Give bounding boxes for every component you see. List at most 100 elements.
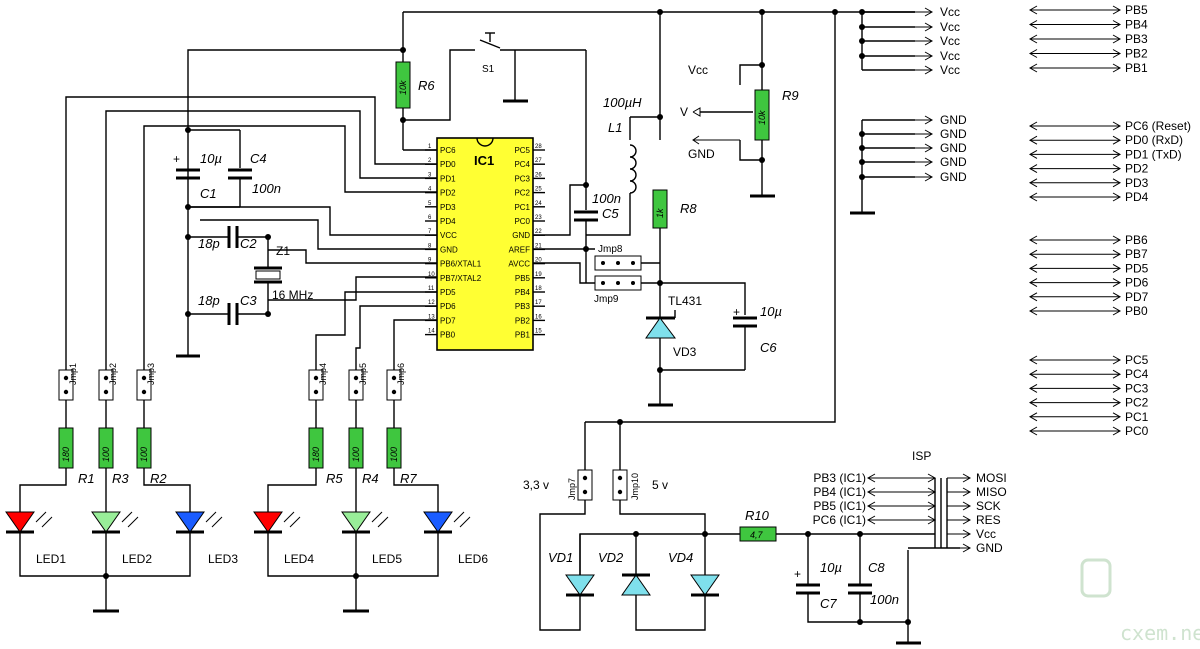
isp-pin-label: RES — [976, 513, 1001, 527]
arrow-head — [1112, 178, 1122, 188]
svg-text:R3: R3 — [112, 471, 129, 486]
arrow-head — [866, 487, 876, 497]
connector-label: PD3 — [1125, 176, 1149, 190]
svg-text:L1: L1 — [608, 120, 622, 135]
svg-text:+: + — [794, 567, 801, 581]
ic1-pin-label: PC2 — [514, 189, 530, 198]
arrow-head — [962, 529, 972, 539]
jumper-jmp6: Jmp6 — [386, 363, 406, 401]
svg-text:C7: C7 — [820, 596, 837, 611]
svg-text:C4: C4 — [250, 151, 267, 166]
svg-text:C6: C6 — [760, 340, 777, 355]
connector-label: PD7 — [1125, 290, 1149, 304]
svg-text:Jmp3: Jmp3 — [146, 363, 156, 385]
svg-text:R8: R8 — [680, 201, 697, 216]
svg-text:Vcc: Vcc — [688, 63, 708, 77]
resistor-r9: 10k R9 — [754, 88, 799, 141]
ic1-pin-label: GND — [512, 231, 530, 240]
ic1-pin-label: PB5 — [515, 274, 531, 283]
vcc-label: Vcc — [940, 63, 960, 77]
arrow-head — [1028, 369, 1038, 379]
arrow-head — [1112, 164, 1122, 174]
svg-text:ISP: ISP — [912, 449, 931, 463]
arrow-head — [1112, 135, 1122, 145]
arrow-head — [1028, 412, 1038, 422]
jumper-jmp3: Jmp3 — [136, 363, 156, 401]
ic1-pin-label: AREF — [509, 245, 530, 254]
connector-label: PD6 — [1125, 276, 1149, 290]
ic1-pin-label: GND — [440, 245, 458, 254]
svg-text:LED3: LED3 — [208, 552, 238, 566]
diode-vd4: VD4 — [668, 550, 720, 597]
svg-text:V: V — [680, 105, 688, 119]
arrow-head — [1112, 278, 1122, 288]
arrow-head — [1112, 306, 1122, 316]
connector-label: PD2 — [1125, 162, 1149, 176]
led1: LED1 — [5, 511, 66, 566]
isp-pin-label: MOSI — [976, 471, 1007, 485]
svg-text:C3: C3 — [240, 293, 257, 308]
svg-text:Z1: Z1 — [276, 244, 290, 258]
leds: LED1 LED2 LED3 LED4 LED5 — [5, 511, 488, 566]
arrow-head — [924, 115, 934, 125]
pot-arrows — [692, 107, 740, 145]
svg-text:R6: R6 — [418, 78, 435, 93]
resistor-r3: 100 R3 — [98, 427, 129, 486]
resistor-r7: 100 R7 — [386, 427, 417, 486]
jumper-jmp2: Jmp2 — [98, 363, 118, 401]
connector-label: PB5 — [1125, 3, 1148, 17]
svg-text:+: + — [173, 152, 180, 166]
arrow-head — [924, 7, 934, 17]
isp-signal-label: PB5 (IC1) — [813, 499, 866, 513]
arrow-head — [1028, 235, 1038, 245]
ic1-pin-number: 21 — [535, 243, 542, 249]
ic1-pin-label: AVCC — [508, 260, 530, 269]
arrow-head — [866, 501, 876, 511]
svg-text:LED1: LED1 — [36, 552, 66, 566]
led5: LED5 — [341, 511, 402, 566]
vcc-label: Vcc — [940, 49, 960, 63]
ic1-pin-number: 2 — [428, 158, 432, 164]
svg-text:R4: R4 — [362, 471, 379, 486]
svg-text:10µ: 10µ — [760, 304, 782, 319]
led3: LED3 — [175, 511, 238, 566]
led2: LED2 — [91, 511, 152, 566]
ic1-pin-number: 27 — [535, 158, 542, 164]
arrow-head — [1112, 49, 1122, 58]
ic1-pin-number: 15 — [535, 329, 542, 335]
svg-text:4,7: 4,7 — [750, 530, 764, 540]
ic1-pin-label: PD3 — [440, 203, 456, 212]
svg-text:16 MHz: 16 MHz — [272, 288, 313, 302]
svg-text:R7: R7 — [400, 471, 417, 486]
diode-vd1: VD1 — [548, 534, 595, 597]
svg-text:5 v: 5 v — [652, 478, 668, 492]
vcc-label: Vcc — [940, 34, 960, 48]
resistor-r5: 180 R5 — [308, 427, 343, 486]
diode-vd2: VD2 — [598, 550, 651, 596]
ic1-pin-number: 22 — [535, 229, 542, 235]
ic1-pin-label: PD2 — [440, 189, 456, 198]
resistor-r1: 180 R1 — [58, 427, 95, 486]
ic1-pin-label: PC4 — [514, 160, 530, 169]
svg-text:Jmp2: Jmp2 — [108, 363, 118, 385]
isp-signal-label: PB3 (IC1) — [813, 471, 866, 485]
arrow-head — [1028, 178, 1038, 188]
arrow-head — [866, 515, 876, 525]
arrow-head — [1112, 292, 1122, 302]
svg-text:R2: R2 — [150, 471, 167, 486]
svg-text:Jmp9: Jmp9 — [594, 294, 619, 305]
ic1-pin-number: 25 — [535, 187, 542, 193]
arrow-head — [1112, 426, 1122, 436]
ic1-pin-number: 28 — [535, 144, 542, 150]
diodes: VD1 VD2 VD4 — [548, 534, 720, 597]
arrow-head — [1028, 278, 1038, 288]
arrow-head — [962, 515, 972, 525]
svg-text:GND: GND — [688, 147, 715, 161]
ic1-pin-label: PC5 — [514, 146, 530, 155]
jumper-jmp9: Jmp9 — [594, 275, 642, 305]
svg-text:Jmp5: Jmp5 — [358, 363, 368, 385]
